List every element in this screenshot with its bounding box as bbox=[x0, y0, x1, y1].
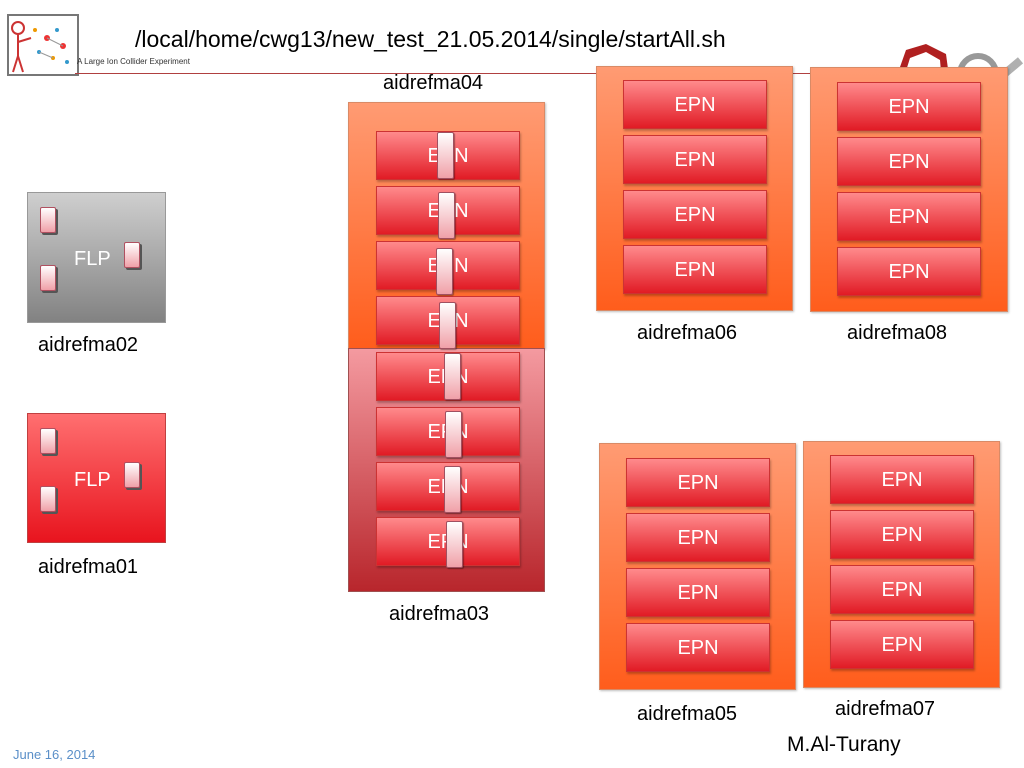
flp-label: FLP bbox=[74, 248, 111, 270]
epn-port bbox=[446, 521, 463, 568]
epn-node: EPN bbox=[837, 192, 981, 241]
hostname-aidrefma03: aidrefma03 bbox=[389, 603, 490, 625]
epn-host-aidrefma06: EPN EPN EPN EPN bbox=[596, 66, 793, 311]
epn-node: EPN bbox=[623, 135, 767, 184]
epn-node: EPN bbox=[623, 245, 767, 294]
epn-port bbox=[438, 192, 455, 239]
flp-port bbox=[40, 207, 56, 233]
epn-node: EPN bbox=[837, 82, 981, 131]
epn-port bbox=[444, 466, 461, 513]
epn-node: EPN bbox=[623, 80, 767, 129]
epn-port bbox=[444, 353, 461, 400]
flp-port bbox=[40, 428, 56, 454]
epn-node: EPN bbox=[830, 565, 974, 614]
epn-node: EPN bbox=[830, 455, 974, 504]
hostname-aidrefma01: aidrefma01 bbox=[38, 556, 139, 578]
epn-node: EPN bbox=[837, 137, 981, 186]
flp-host-aidrefma01: FLP bbox=[27, 413, 166, 543]
epn-node: EPN bbox=[623, 190, 767, 239]
hostname-aidrefma04: aidrefma04 bbox=[383, 72, 484, 94]
header-divider bbox=[75, 73, 900, 74]
hostname-aidrefma02: aidrefma02 bbox=[38, 334, 139, 356]
epn-node: EPN bbox=[830, 620, 974, 669]
footer-author: M.Al-Turany bbox=[787, 733, 901, 756]
epn-node: EPN bbox=[837, 247, 981, 296]
flp-host-aidrefma02: FLP bbox=[27, 192, 166, 323]
hostname-aidrefma05: aidrefma05 bbox=[637, 703, 738, 725]
epn-host-aidrefma08: EPN EPN EPN EPN bbox=[810, 67, 1008, 312]
epn-node: EPN bbox=[626, 568, 770, 617]
epn-port bbox=[445, 411, 462, 458]
hostname-aidrefma07: aidrefma07 bbox=[835, 698, 936, 720]
hostname-aidrefma08: aidrefma08 bbox=[847, 322, 948, 344]
epn-port bbox=[436, 248, 453, 295]
flp-port bbox=[40, 486, 56, 512]
logo-caption: A Large Ion Collider Experiment bbox=[77, 57, 190, 66]
epn-host-aidrefma05: EPN EPN EPN EPN bbox=[599, 443, 796, 690]
epn-node: EPN bbox=[626, 458, 770, 507]
flp-port bbox=[124, 462, 140, 488]
flp-label: FLP bbox=[74, 469, 111, 491]
epn-node: EPN bbox=[830, 510, 974, 559]
epn-node: EPN bbox=[626, 623, 770, 672]
epn-port bbox=[437, 132, 454, 179]
footer-date: June 16, 2014 bbox=[13, 747, 96, 762]
epn-port bbox=[439, 302, 456, 349]
slide-title: /local/home/cwg13/new_test_21.05.2014/si… bbox=[135, 26, 726, 52]
flp-port bbox=[124, 242, 140, 268]
flp-port bbox=[40, 265, 56, 291]
alice-logo bbox=[7, 14, 79, 76]
epn-node: EPN bbox=[626, 513, 770, 562]
hostname-aidrefma06: aidrefma06 bbox=[637, 322, 738, 344]
epn-host-aidrefma07: EPN EPN EPN EPN bbox=[803, 441, 1000, 688]
